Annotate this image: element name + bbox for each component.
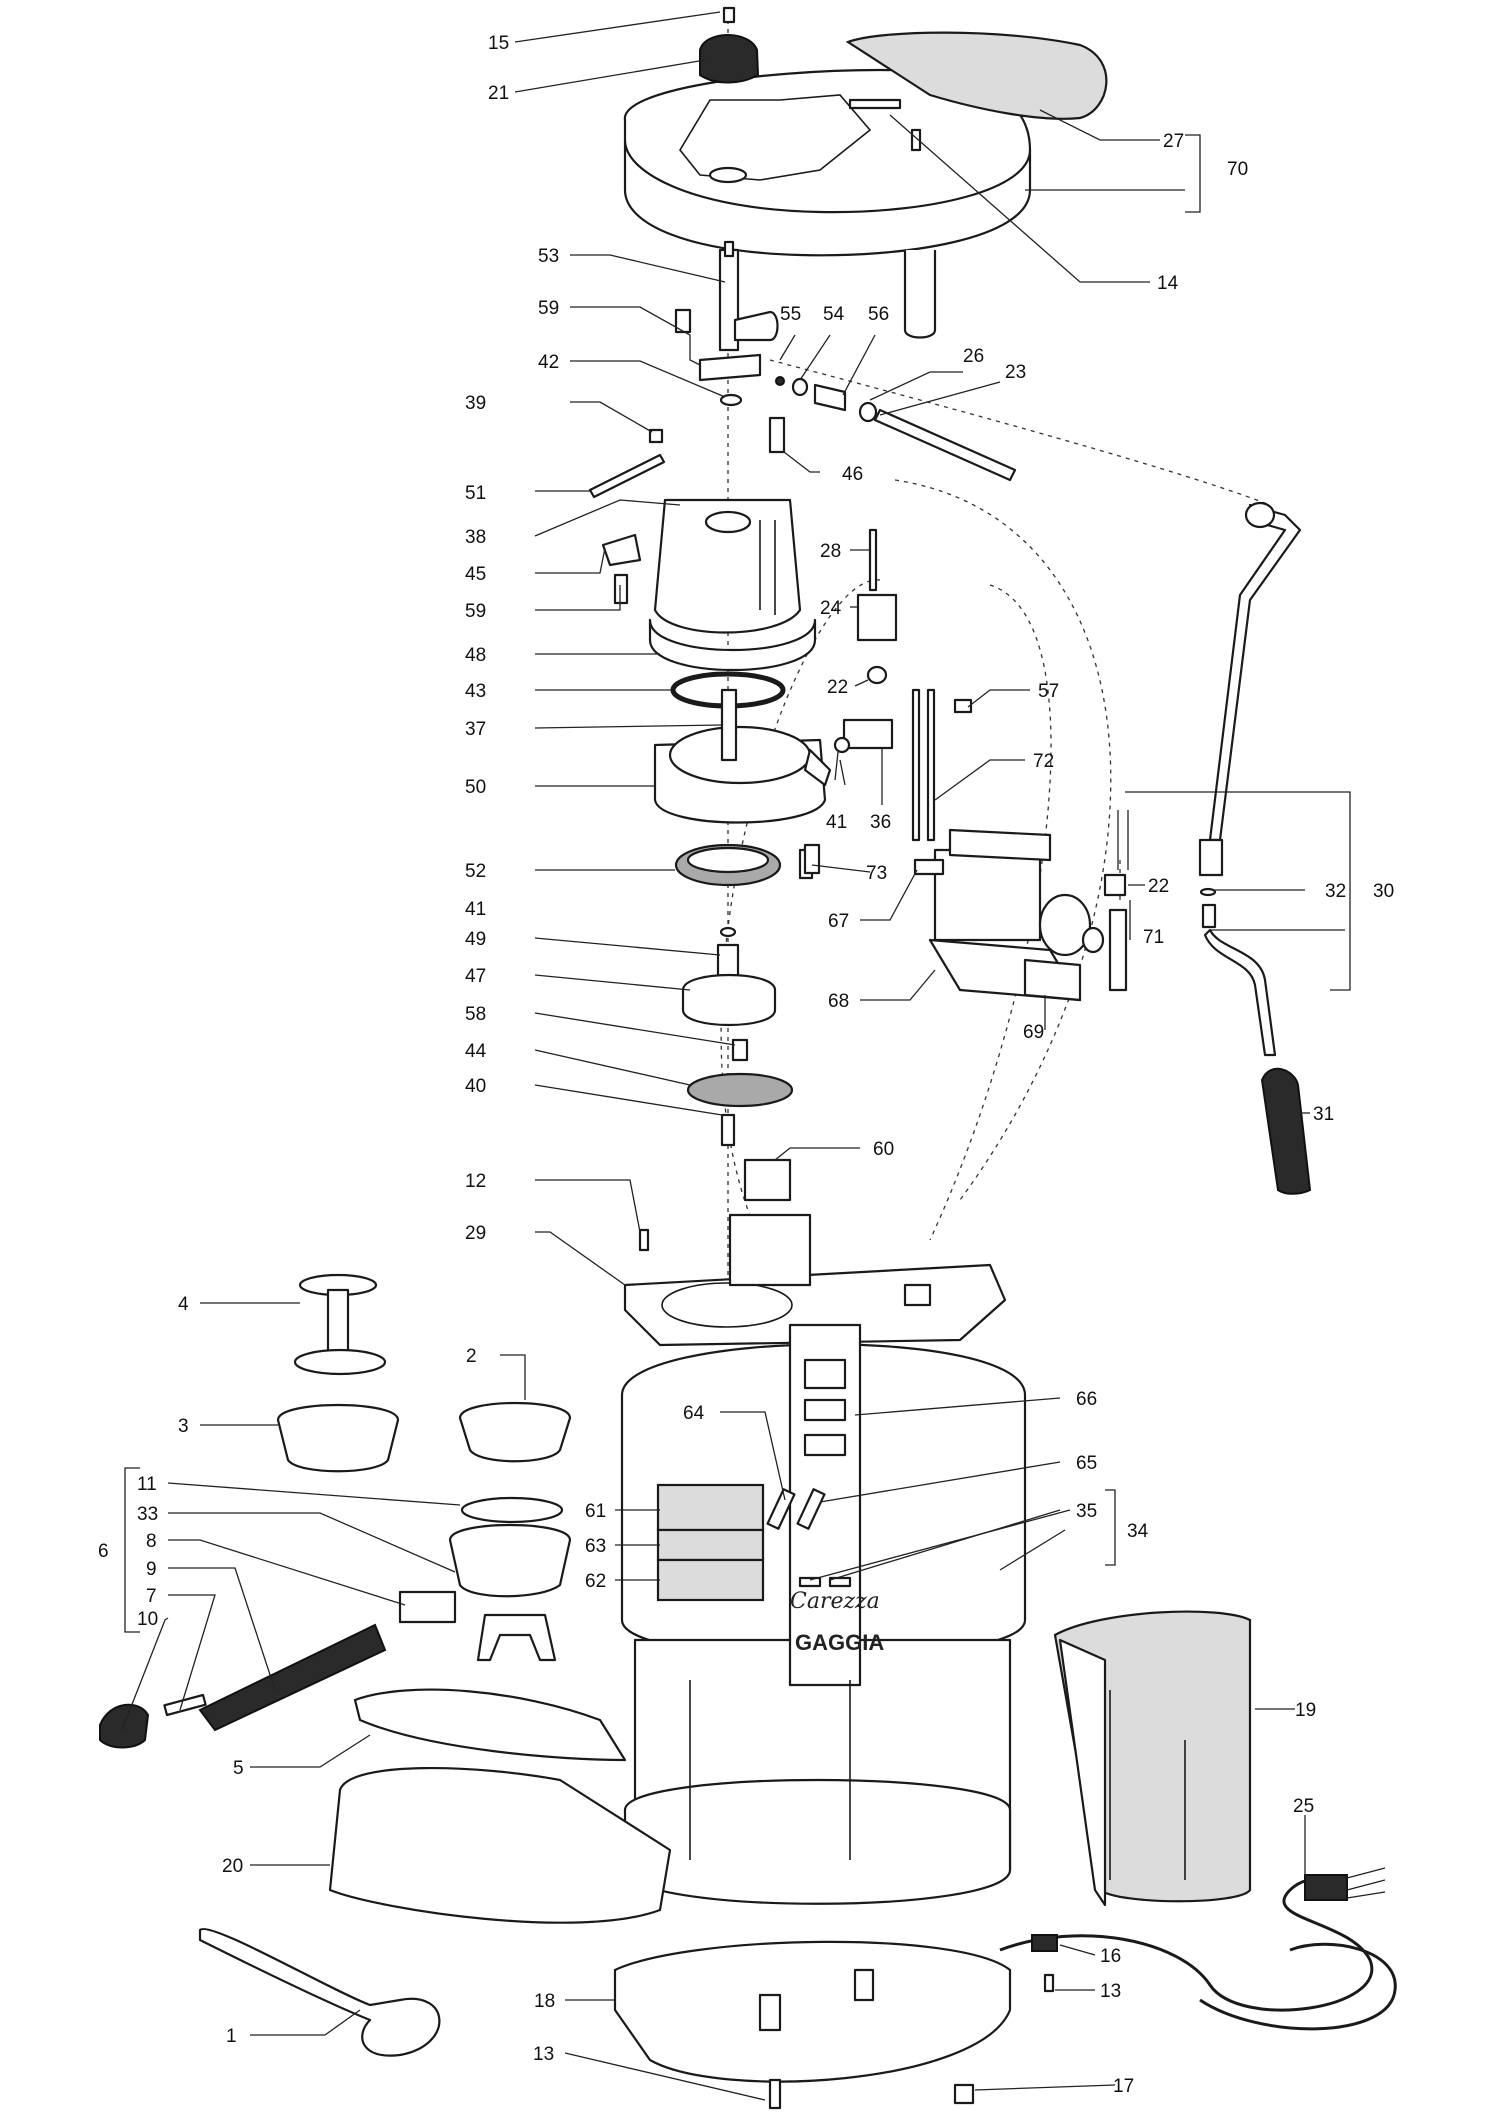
callout-16: 16 (1100, 1946, 1121, 1967)
callout-labels: 15 21 27 70 14 53 59 55 54 56 26 23 42 3… (98, 33, 1394, 2097)
water-system (803, 528, 973, 875)
callout-70: 70 (1227, 159, 1248, 180)
callout-28: 28 (820, 541, 841, 562)
callout-47: 47 (465, 966, 486, 987)
callout-15: 15 (488, 33, 509, 54)
water-tank (1053, 1610, 1252, 1907)
callout-29: 29 (465, 1223, 486, 1244)
callout-63: 63 (585, 1536, 606, 1557)
boiler-heater (601, 498, 817, 672)
callout-19: 19 (1295, 1700, 1316, 1721)
callout-13-bottom: 13 (533, 2044, 554, 2065)
base-plate (613, 1940, 1055, 2110)
callout-72: 72 (1033, 751, 1054, 772)
callout-9: 9 (146, 1559, 157, 1580)
callout-20: 20 (222, 1856, 243, 1877)
group-head (653, 671, 832, 887)
portafilter-accessories (99, 1273, 572, 2057)
callout-5: 5 (233, 1758, 244, 1779)
callout-41: 41 (826, 812, 847, 833)
callout-61: 61 (585, 1501, 606, 1522)
callout-26: 26 (963, 346, 984, 367)
callout-27: 27 (1163, 131, 1184, 152)
top-cover-assembly (623, 6, 1108, 339)
callout-31: 31 (1313, 1104, 1334, 1125)
callout-69: 69 (1023, 1022, 1044, 1043)
callout-60: 60 (873, 1139, 894, 1160)
callout-44: 44 (465, 1041, 487, 1062)
boiler-fittings (588, 240, 1017, 499)
drip-tray (328, 1688, 672, 1924)
callout-68: 68 (828, 991, 849, 1012)
callout-46: 46 (842, 464, 863, 485)
callout-71: 71 (1143, 927, 1164, 948)
chassis-plate (623, 1158, 1007, 1347)
callout-36: 36 (870, 812, 891, 833)
callout-33: 33 (137, 1504, 158, 1525)
callout-11: 11 (137, 1474, 157, 1495)
callout-59: 59 (538, 298, 559, 319)
callout-41-shower: 41 (465, 899, 486, 920)
callout-35: 35 (1076, 1501, 1097, 1522)
callout-67: 67 (828, 911, 849, 932)
callout-24: 24 (820, 598, 842, 619)
callout-56: 56 (868, 304, 889, 325)
pump-assembly (913, 810, 1129, 1002)
callout-66: 66 (1076, 1389, 1097, 1410)
callout-45: 45 (465, 564, 486, 585)
callout-43: 43 (465, 681, 486, 702)
callout-37: 37 (465, 719, 486, 740)
callout-22-pump: 22 (1148, 876, 1169, 897)
callout-55: 55 (780, 304, 801, 325)
callout-1: 1 (226, 2026, 237, 2047)
callout-52: 52 (465, 861, 486, 882)
callout-53: 53 (538, 246, 559, 267)
steam-wand (1198, 501, 1312, 1195)
callout-10: 10 (137, 1609, 158, 1630)
callout-58: 58 (465, 1004, 486, 1025)
callout-22: 22 (827, 677, 848, 698)
callout-4: 4 (178, 1294, 189, 1315)
callout-50: 50 (465, 777, 486, 798)
callout-64: 64 (683, 1403, 705, 1424)
callout-32: 32 (1325, 881, 1346, 902)
callout-6: 6 (98, 1541, 109, 1562)
callout-59-lower: 59 (465, 601, 486, 622)
callout-13-right: 13 (1100, 1981, 1121, 2002)
callout-42: 42 (538, 352, 559, 373)
callout-38: 38 (465, 527, 486, 548)
callout-21: 21 (488, 83, 509, 104)
callout-73: 73 (866, 863, 887, 884)
power-cord (999, 1867, 1397, 2031)
callout-14: 14 (1157, 273, 1179, 294)
callout-8: 8 (146, 1531, 157, 1552)
callout-40: 40 (465, 1076, 486, 1097)
callout-62: 62 (585, 1571, 606, 1592)
callout-49: 49 (465, 929, 486, 950)
callout-48: 48 (465, 645, 486, 666)
callout-57: 57 (1038, 681, 1059, 702)
callout-3: 3 (178, 1416, 189, 1437)
brand-name-label: GAGGIA (795, 1630, 884, 1655)
callout-7: 7 (146, 1586, 157, 1607)
callout-30: 30 (1373, 881, 1394, 902)
shower-assembly (681, 926, 794, 1147)
callout-17: 17 (1113, 2076, 1134, 2097)
callout-12: 12 (465, 1171, 486, 1192)
callout-65: 65 (1076, 1453, 1097, 1474)
callout-51: 51 (465, 483, 486, 504)
callout-18: 18 (534, 1991, 555, 2012)
callout-2: 2 (466, 1346, 477, 1367)
brand-model-label: Carezza (790, 1589, 880, 1614)
callout-34: 34 (1127, 1521, 1149, 1542)
callout-25: 25 (1293, 1796, 1314, 1817)
leader-lines (121, 11, 1351, 2101)
callout-39: 39 (465, 393, 486, 414)
callout-54: 54 (823, 304, 845, 325)
callout-23: 23 (1005, 362, 1026, 383)
